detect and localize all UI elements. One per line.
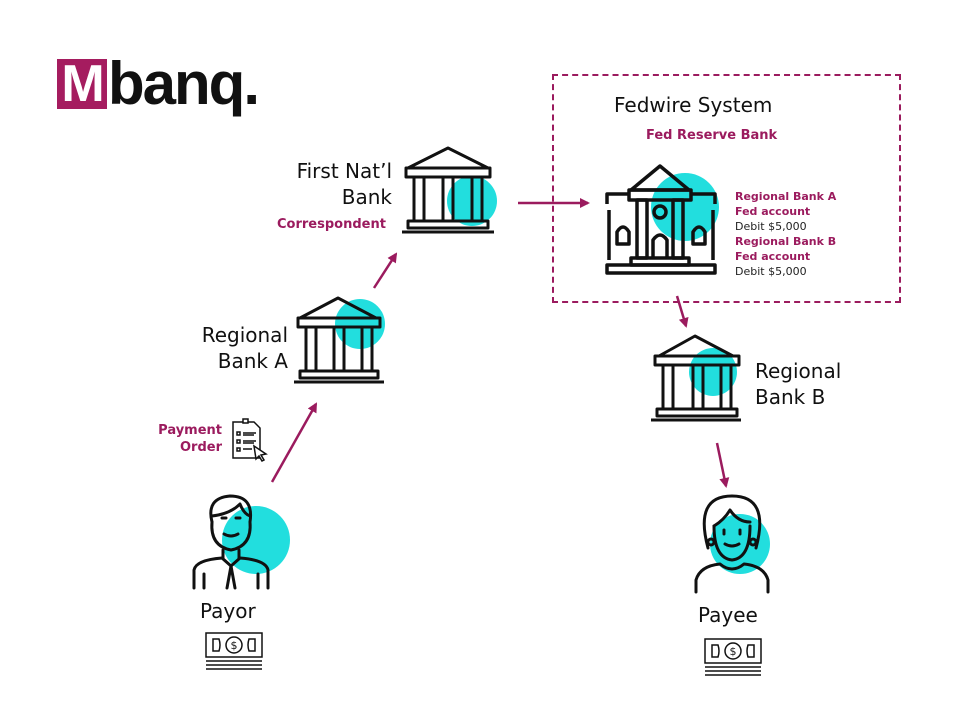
cash-icon: $ — [205, 632, 263, 670]
correspondent-label: Correspondent — [277, 217, 386, 232]
regional-a-line1: Regional — [201, 323, 288, 347]
fed-reserve-bank-label: Fed Reserve Bank — [646, 128, 778, 143]
payment-order-line1: Payment — [158, 423, 222, 438]
document-checklist-icon — [232, 418, 268, 462]
fed-entry-account: Fed account — [735, 205, 811, 218]
fed-entry-regional-a: Regional Bank A Fed account Debit $5,000 — [735, 189, 836, 234]
logo-wordmark: banq. — [108, 50, 260, 117]
arrow-regional-b-to-payee — [715, 442, 730, 488]
arrow-regional-a-to-first-natl — [372, 252, 398, 289]
fed-entry-regional-b: Regional Bank B Fed account Debit $5,000 — [735, 234, 836, 279]
bank-icon — [651, 334, 741, 422]
person-man-icon — [192, 494, 290, 590]
mbanq-logo: M banq. — [57, 47, 260, 117]
fed-entry-bank: Regional Bank B — [735, 235, 837, 248]
fed-entry-account: Fed account — [735, 250, 811, 263]
svg-text:$: $ — [231, 639, 238, 652]
regional-bank-b-label: Regional Bank B — [755, 358, 841, 410]
first-natl-line2: Bank — [341, 185, 392, 209]
regional-b-line1: Regional — [755, 359, 842, 383]
federal-bank-icon — [605, 164, 719, 275]
bank-icon — [294, 296, 385, 384]
payee-label: Payee — [698, 603, 758, 627]
bank-icon — [402, 146, 497, 234]
arrow-payor-to-regional-a — [270, 402, 318, 483]
fed-entry-bank: Regional Bank A — [735, 190, 837, 203]
regional-bank-a-label: Regional Bank A — [176, 322, 288, 374]
fedwire-system-box — [552, 74, 901, 303]
regional-a-line2: Bank A — [217, 349, 288, 373]
svg-text:$: $ — [730, 645, 737, 658]
person-woman-icon — [694, 494, 770, 594]
cash-icon: $ — [704, 638, 762, 676]
fed-entry-debit: Debit $5,000 — [735, 265, 807, 278]
first-natl-bank-label: First Nat’l Bank — [272, 158, 392, 210]
payor-label: Payor — [200, 599, 256, 623]
fed-entry-debit: Debit $5,000 — [735, 220, 807, 233]
first-natl-line1: First Nat’l — [296, 159, 392, 183]
payment-order-label: Payment Order — [148, 422, 222, 456]
regional-b-line2: Bank B — [755, 385, 826, 409]
logo-mark: M — [57, 59, 107, 109]
fedwire-title: Fedwire System — [614, 93, 773, 117]
payment-order-line2: Order — [180, 440, 222, 455]
